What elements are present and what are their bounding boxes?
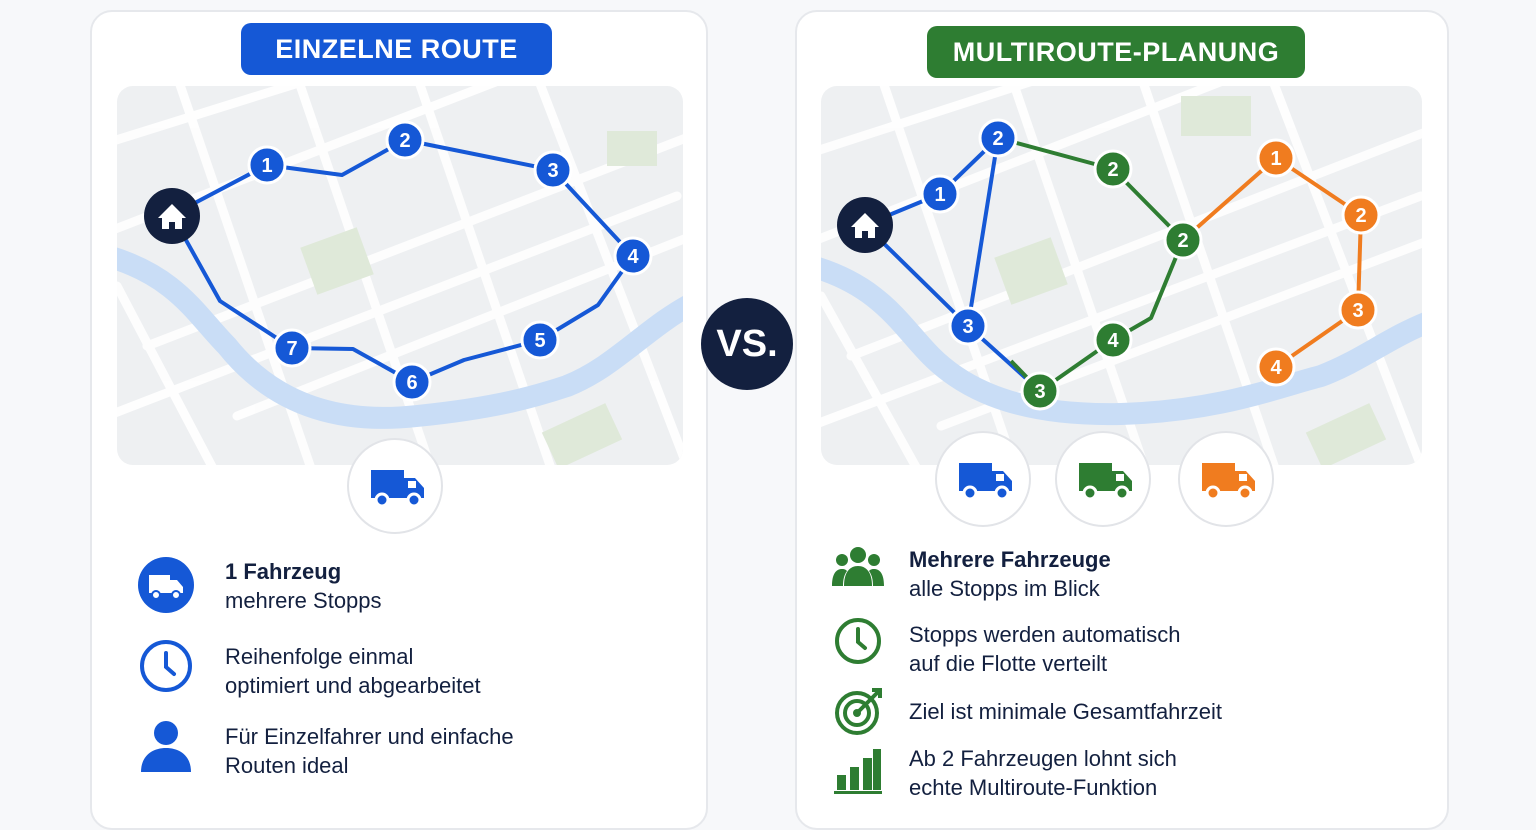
stop-marker[interactable]: 3 — [1020, 371, 1060, 411]
stop-marker[interactable]: 3 — [1338, 290, 1378, 330]
feature-line: optimiert und abgearbeitet — [225, 673, 481, 698]
stop-label: 3 — [962, 316, 973, 338]
stop-marker[interactable]: 1 — [247, 145, 287, 185]
stop-label: 5 — [534, 330, 545, 352]
stop-label: 1 — [1270, 148, 1281, 170]
single-route-title: EINZELNE ROUTE — [241, 23, 552, 75]
person-icon — [141, 721, 191, 772]
target-icon — [835, 688, 882, 735]
home-icon — [158, 204, 186, 229]
stop-label: 1 — [261, 155, 272, 177]
feature-line: Stopps werden automatisch — [909, 622, 1181, 647]
vehicle-badge-green — [1055, 431, 1151, 527]
feature-single-driver: Für Einzelfahrer und einfache Routen ide… — [225, 722, 514, 780]
clock-icon — [140, 640, 192, 692]
stop-label: 2 — [1355, 205, 1366, 227]
stop-label: 3 — [1034, 381, 1045, 403]
home-marker[interactable] — [837, 197, 893, 253]
feature-multi-vehicle: Mehrere Fahrzeuge alle Stopps im Blick — [909, 545, 1111, 603]
feature-line: Ziel ist minimale Gesamtfahrzeit — [909, 699, 1222, 724]
feature-line: Reihenfolge einmal — [225, 644, 414, 669]
feature-text: mehrere Stopps — [225, 588, 382, 613]
stop-label: 2 — [399, 130, 410, 152]
feature-single-vehicle: 1 Fahrzeug mehrere Stopps — [225, 557, 382, 615]
stop-marker[interactable]: 4 — [1256, 347, 1296, 387]
feature-order-optimized: Reihenfolge einmal optimiert und abgearb… — [225, 642, 481, 700]
vehicle-badge-orange — [1178, 431, 1274, 527]
feature-multiroute-worth: Ab 2 Fahrzeugen lohnt sich echte Multiro… — [909, 744, 1177, 802]
vehicle-badge — [347, 438, 443, 534]
single-route-map: 1 2 3 4 5 6 7 — [117, 86, 683, 465]
stop-label: 4 — [1270, 357, 1282, 379]
truck-icon — [1079, 463, 1132, 501]
feature-auto-distribution: Stopps werden automatisch auf die Flotte… — [909, 620, 1181, 678]
feature-line: Für Einzelfahrer und einfache — [225, 724, 514, 749]
multiroute-map: 1 2 3 2 2 4 3 1 2 3 4 — [821, 86, 1422, 465]
stop-marker[interactable]: 2 — [978, 118, 1018, 158]
stop-label: 1 — [934, 184, 945, 206]
stop-label: 4 — [1107, 330, 1119, 352]
stop-marker[interactable]: 3 — [948, 306, 988, 346]
truck-icon — [1202, 463, 1255, 501]
stop-marker[interactable]: 2 — [1341, 195, 1381, 235]
stop-marker[interactable]: 1 — [920, 174, 960, 214]
feature-min-time: Ziel ist minimale Gesamtfahrzeit — [909, 697, 1222, 726]
feature-text: alle Stopps im Blick — [909, 576, 1100, 601]
stop-marker[interactable]: 4 — [1093, 320, 1133, 360]
stop-label: 7 — [286, 338, 297, 360]
stop-label: 2 — [1107, 159, 1118, 181]
stop-marker[interactable]: 2 — [1163, 220, 1203, 260]
group-icon — [832, 547, 884, 586]
truck-icon — [371, 470, 424, 508]
stop-marker[interactable]: 4 — [613, 236, 653, 276]
stop-marker[interactable]: 2 — [385, 120, 425, 160]
multiroute-title: MULTIROUTE-PLANUNG — [927, 26, 1305, 78]
stop-marker[interactable]: 6 — [392, 362, 432, 402]
stop-marker[interactable]: 7 — [272, 328, 312, 368]
stop-label: 2 — [992, 128, 1003, 150]
feature-line: auf die Flotte verteilt — [909, 651, 1108, 676]
stop-marker[interactable]: 1 — [1256, 138, 1296, 178]
stop-marker[interactable]: 5 — [520, 320, 560, 360]
home-icon — [851, 213, 879, 238]
stop-marker[interactable]: 2 — [1093, 149, 1133, 189]
vehicle-badge-blue — [935, 431, 1031, 527]
home-marker[interactable] — [144, 188, 200, 244]
truck-icon — [959, 463, 1012, 501]
stop-label: 2 — [1177, 230, 1188, 252]
feature-line: Routen ideal — [225, 753, 349, 778]
stop-label: 3 — [547, 160, 558, 182]
feature-line: echte Multiroute-Funktion — [909, 775, 1158, 800]
stop-label: 6 — [406, 372, 417, 394]
feature-title: 1 Fahrzeug — [225, 559, 342, 584]
truck-icon — [138, 557, 194, 613]
clock-icon — [835, 618, 881, 664]
feature-line: Ab 2 Fahrzeugen lohnt sich — [909, 746, 1177, 771]
versus-badge: VS. — [701, 298, 793, 390]
stop-label: 3 — [1352, 300, 1363, 322]
stop-marker[interactable]: 3 — [533, 150, 573, 190]
stop-label: 4 — [627, 246, 639, 268]
feature-title: Mehrere Fahrzeuge — [909, 547, 1111, 572]
bar-chart-icon — [834, 749, 882, 794]
